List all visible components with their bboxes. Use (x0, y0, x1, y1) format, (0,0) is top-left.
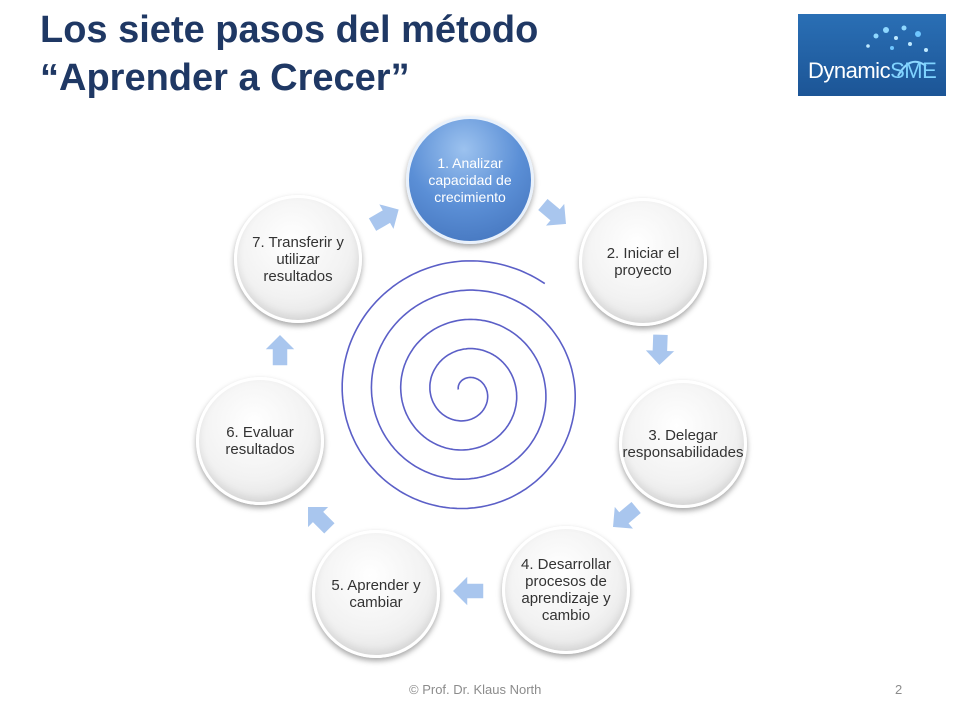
arrow-7 (262, 332, 298, 367)
step-4-label: 4. Desarrollar procesos de aprendizaje y… (520, 556, 612, 624)
step-6-circle: 6. Evaluar resultados (196, 377, 324, 505)
spiral (341, 260, 576, 510)
step-3-circle: 3. Delegar responsabilidades (619, 380, 747, 508)
arrow-6 (306, 505, 337, 536)
step-1-label: 1. Analizar capacidad de crecimiento (428, 154, 512, 205)
logo-dots-icon (866, 25, 928, 77)
step-1-circle: 1. Analizar capacidad de crecimiento (406, 116, 534, 244)
step-6-label: 6. Evaluar resultados (225, 424, 295, 458)
step-7-circle: 7. Transferir y utilizar resultados (234, 195, 362, 323)
step-2-circle: 2. Iniciar el proyecto (579, 198, 707, 326)
step-3-label: 3. Delegar responsabilidades (622, 427, 744, 461)
cycle-arrows (262, 196, 678, 609)
step-2-label: 2. Iniciar el proyecto (606, 245, 680, 279)
arrow-5 (450, 573, 485, 609)
page-title: Los siete pasos del método “Aprender a C… (40, 6, 538, 102)
page-number: 2 (895, 682, 903, 697)
footer-copyright: © Prof. Dr. Klaus North (409, 682, 542, 697)
arrow-3 (642, 332, 678, 368)
step-5-circle: 5. Aprender y cambiar (312, 530, 440, 658)
arrow-1 (366, 201, 401, 233)
arrow-4 (611, 499, 643, 531)
title-line-2: “Aprender a Crecer” (40, 57, 410, 99)
arrow-2 (536, 196, 568, 228)
dynamicsme-logo: DynamicSME (798, 14, 946, 96)
step-4-circle: 4. Desarrollar procesos de aprendizaje y… (502, 526, 630, 654)
step-5-label: 5. Aprender y cambiar (331, 577, 421, 611)
title-line-1: Los siete pasos del método (40, 9, 539, 51)
step-7-label: 7. Transferir y utilizar resultados (252, 233, 344, 285)
logo-text: DynamicSME (808, 58, 937, 83)
